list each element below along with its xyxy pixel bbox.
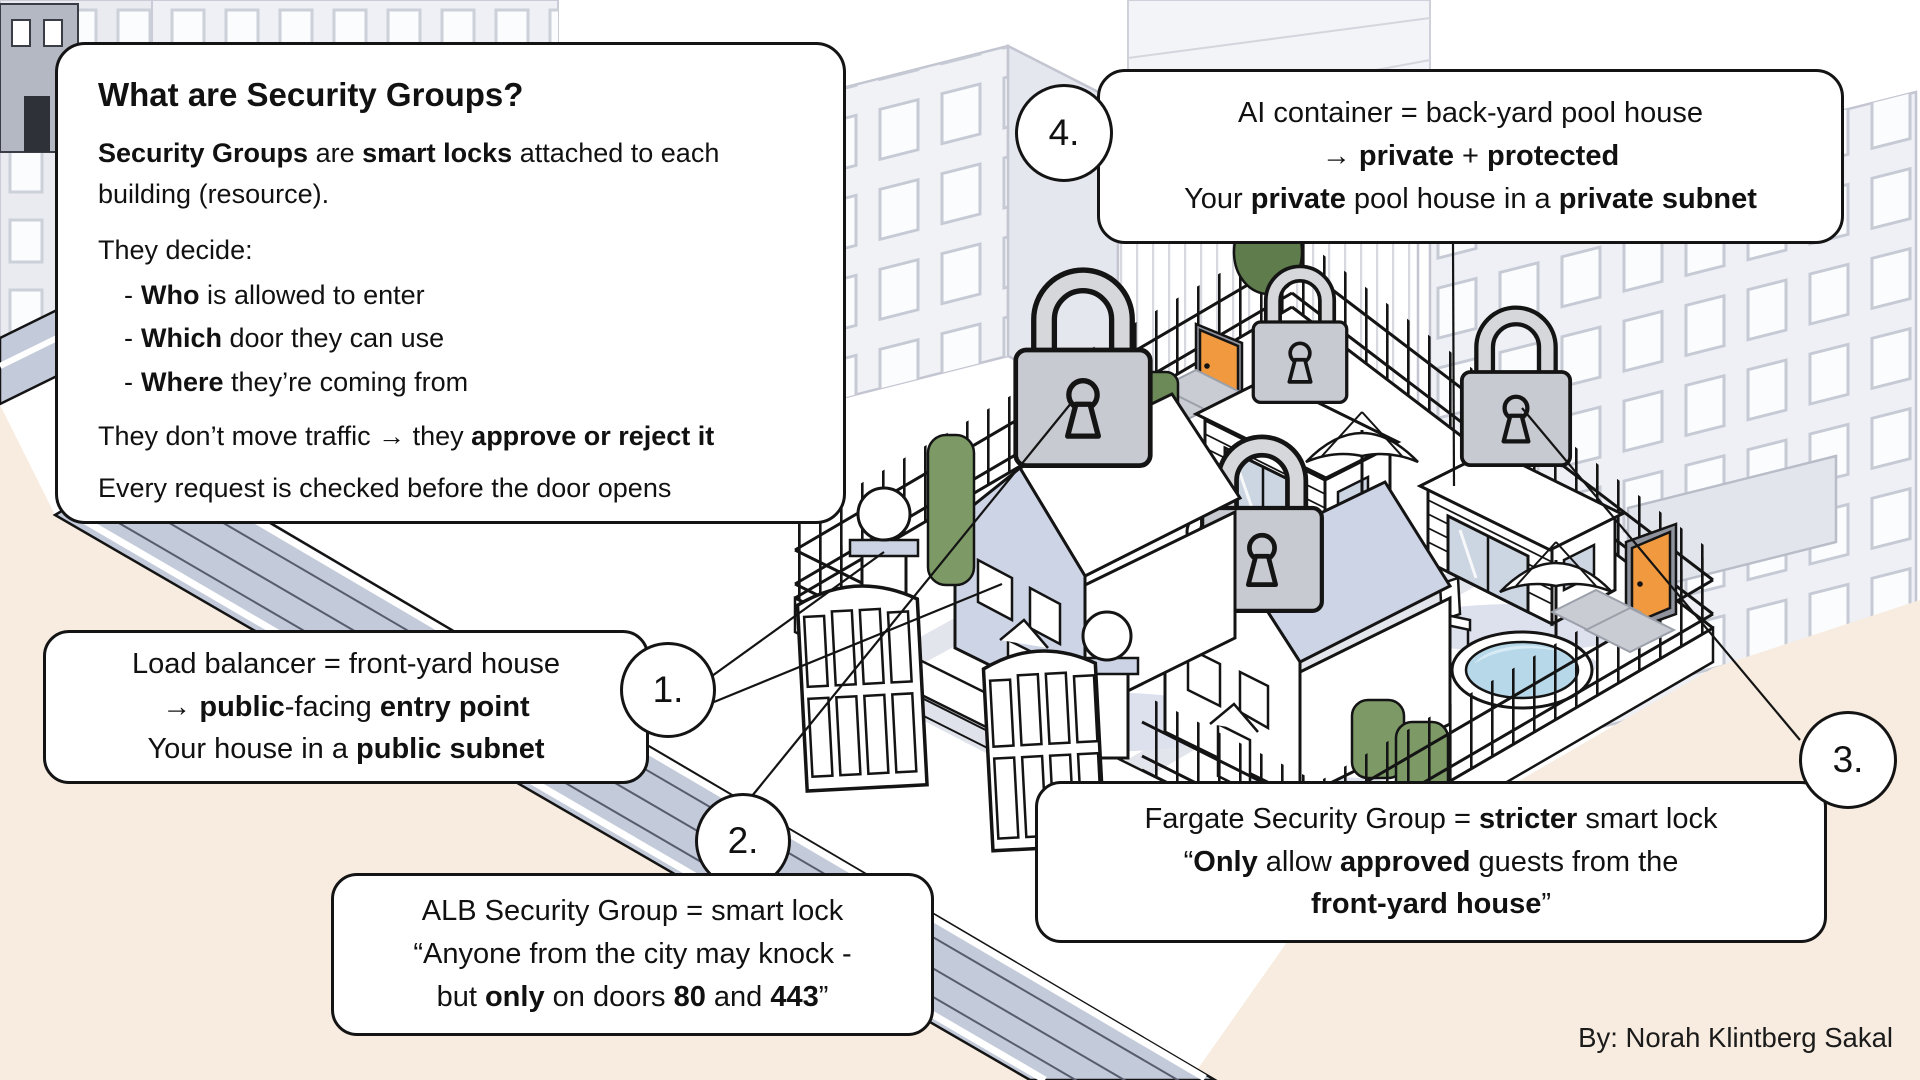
callout-fargate-security-group: Fargate Security Group = stricter smart … (1035, 781, 1827, 943)
callout-line: “Only allow approved guests from the (1183, 845, 1679, 878)
step-circle-3: 3. (1799, 711, 1897, 809)
callout-line: Load balancer = front-yard house (131, 647, 561, 680)
pool-house-right (1416, 316, 1626, 627)
info-bullet-where: -Where they’re coming from (124, 366, 469, 397)
callout-line: Your private pool house in a private sub… (1184, 182, 1757, 215)
callout-line: but only on doors 80 and 443” (436, 980, 829, 1013)
callout-line: “Anyone from the city may knock - (413, 938, 852, 971)
info-definition: Security Groups are smart locks attached… (98, 137, 720, 210)
post-sphere (1081, 610, 1133, 662)
info-bullet-which: -Which door they can use (124, 323, 445, 354)
callout-line: → private + protected (1321, 140, 1620, 173)
callout-line: Your house in a public subnet (147, 733, 545, 766)
callout-alb-security-group: ALB Security Group = smart lock “Anyone … (331, 873, 934, 1036)
author-credit: By: Norah Klintberg Sakal (1578, 1022, 1893, 1053)
info-bullet-who: -Who is allowed to enter (124, 280, 425, 311)
info-every-request: Every request is checked before the door… (98, 472, 672, 503)
callout-connector-lines (711, 243, 1801, 797)
info-title: What are Security Groups? (98, 76, 524, 113)
callout-load-balancer: Load balancer = front-yard house → publi… (43, 630, 649, 784)
hedge-tall (926, 433, 976, 587)
callout-line: → public-facing entry point (162, 690, 530, 723)
orange-door-right (1549, 522, 1678, 654)
gate-open-left (795, 584, 929, 793)
info-approve-reject: They don’t move traffic → they approve o… (98, 420, 715, 451)
post-sphere (856, 486, 912, 542)
callout-line: Fargate Security Group = stricter smart … (1144, 802, 1718, 835)
step-circle-4: 4. (1015, 84, 1113, 182)
info-they-decide: They decide: (98, 235, 253, 266)
callout-line: AI container = back-yard pool house (1237, 97, 1704, 130)
beige-plaza-left (0, 405, 1030, 1080)
callout-ai-container: AI container = back-yard pool house → pr… (1097, 69, 1844, 244)
callout-line: ALB Security Group = smart lock (421, 895, 844, 928)
info-box: What are Security Groups? Security Group… (55, 42, 846, 524)
callout-line: front-yard house” (1310, 888, 1552, 921)
step-circle-1: 1. (620, 642, 716, 738)
